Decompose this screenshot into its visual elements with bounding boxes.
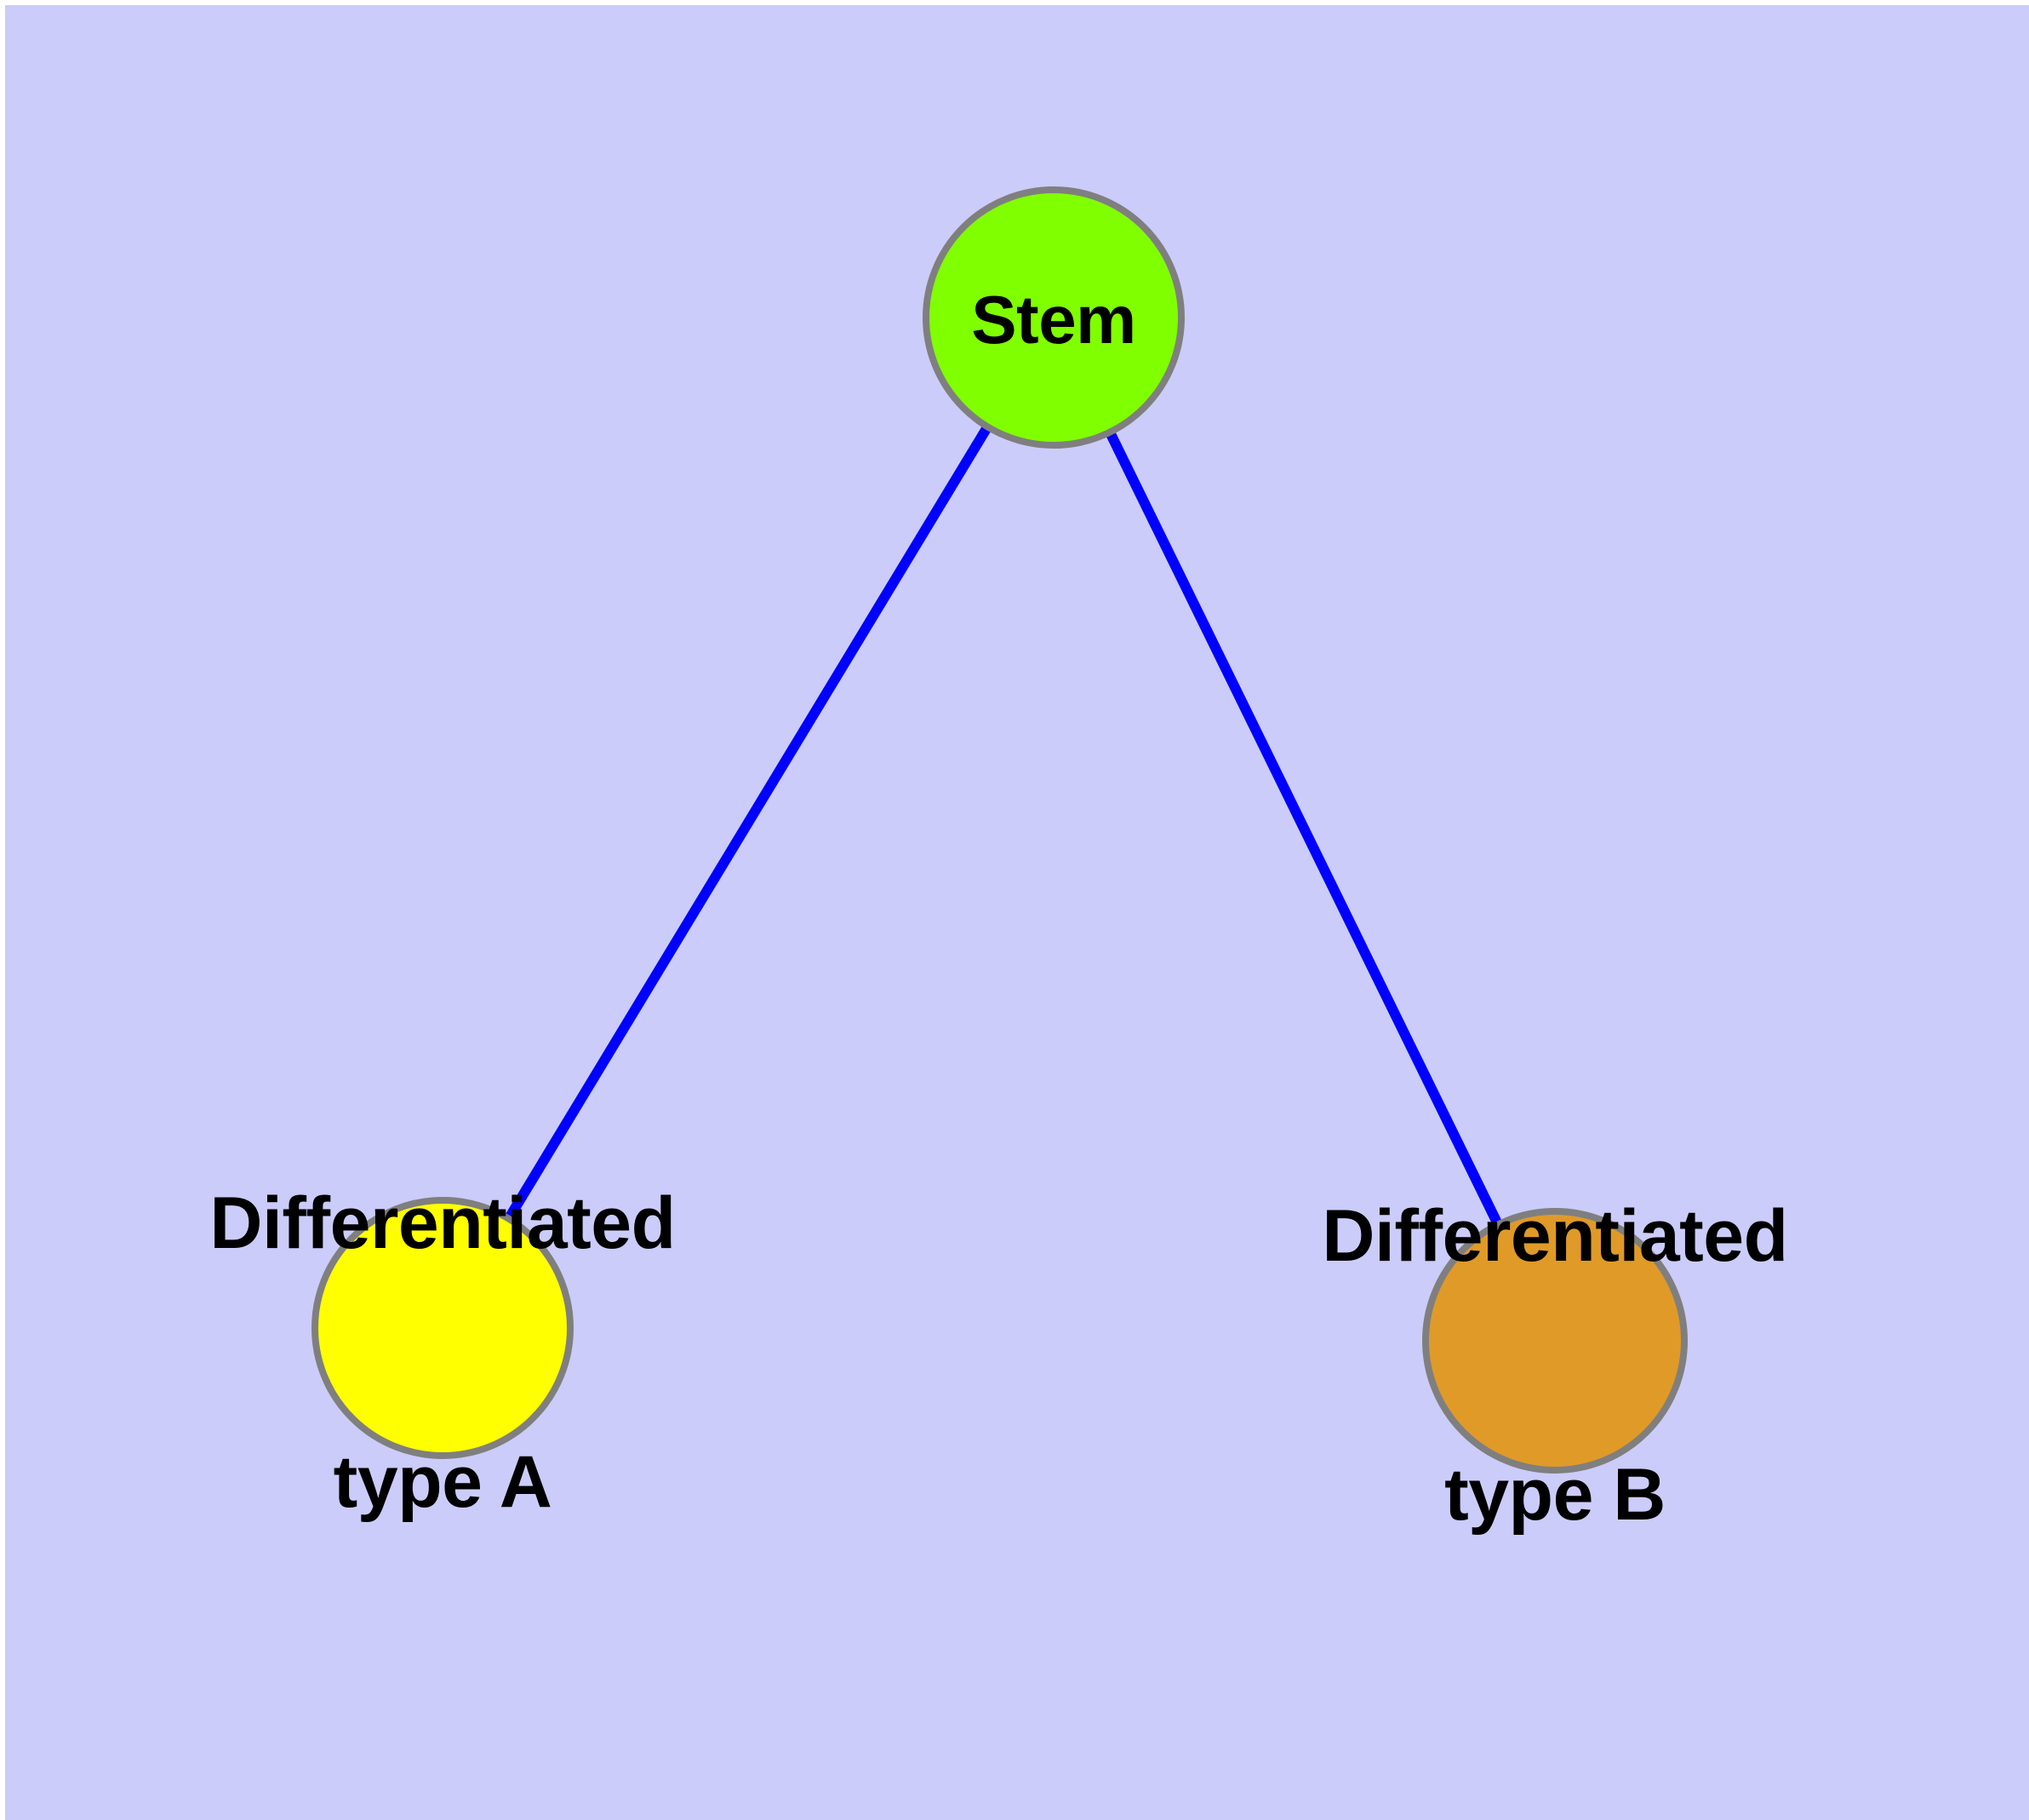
- node-stem[interactable]: [923, 186, 1185, 449]
- node-differentiated-type-a[interactable]: [311, 1197, 574, 1459]
- edge-stem-to-differentiated-type-a[interactable]: [504, 424, 992, 1222]
- node-layer: [311, 186, 1688, 1474]
- edge-layer: [504, 424, 1503, 1228]
- node-differentiated-type-b[interactable]: [1422, 1208, 1688, 1474]
- edge-stem-to-differentiated-type-b[interactable]: [1105, 430, 1503, 1228]
